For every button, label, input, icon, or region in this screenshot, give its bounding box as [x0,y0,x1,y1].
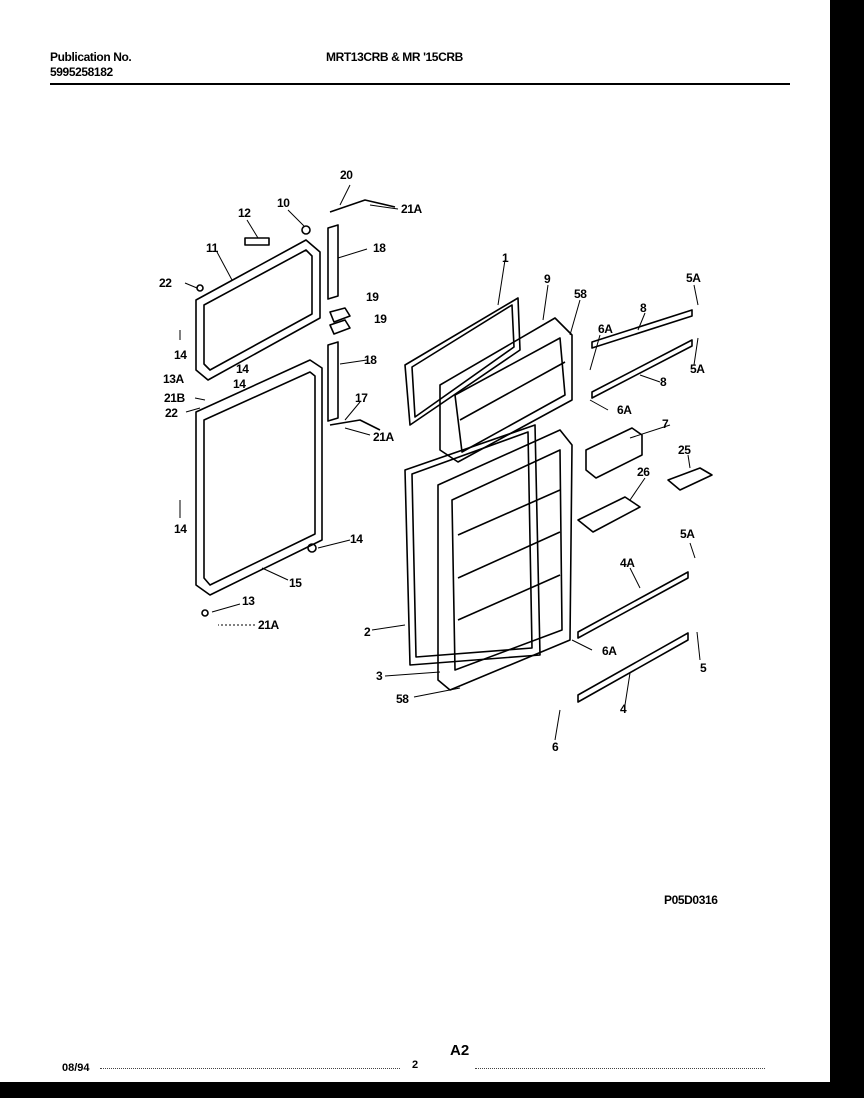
scan-border-right [830,0,864,1098]
publication-label: Publication No. [50,50,132,64]
footer-dotted-rule-left [100,1068,400,1069]
callout: 14 [174,522,187,536]
butter-dish [667,467,713,491]
callout: 6A [598,322,613,336]
callout: 8 [640,301,647,315]
rail-upper [591,309,693,349]
callout: 22 [159,276,172,290]
header-rule [50,83,790,85]
callout: 5A [690,362,705,376]
hinge-spacer-lower [329,319,351,335]
callout: 21A [258,618,280,632]
callout: 15 [289,576,302,590]
callout: 20 [340,168,353,182]
callout: 10 [277,196,290,210]
callout: 21A [401,202,423,216]
callout: 14 [174,348,187,362]
freezer-door-gasket-frame [195,239,321,381]
callout: 5 [700,661,707,675]
rail-4 [577,632,689,703]
callout: 25 [678,443,691,457]
callout: 11 [206,241,219,255]
callout: 6A [602,644,617,658]
callout: 58 [574,287,587,301]
callout: 18 [373,241,386,255]
footer-page-number: 2 [412,1059,419,1071]
screw-10 [301,225,311,235]
callout: 18 [364,353,377,367]
callout: 3 [376,669,383,683]
callout: 13 [242,594,255,608]
callout: 4A [620,556,635,570]
hinge-pin-13 [201,609,209,617]
scan-border-bottom [0,1082,864,1098]
callout: 26 [637,465,650,479]
callout: 6 [552,740,559,754]
callout: 13A [163,372,185,386]
rail-lower [591,339,693,399]
callout: 4 [620,702,627,716]
model-numbers: MRT13CRB & MR '15CRB [326,50,463,64]
handle-cover [244,237,270,246]
hinge-spacer-upper [329,307,351,323]
callout: 19 [366,290,379,304]
figure-code: P05D0316 [664,893,718,907]
callout: 14 [233,377,246,391]
footer-date: 08/94 [62,1062,90,1074]
callout: 1 [502,251,509,265]
egg-tray [577,496,641,533]
publication-number: 5995258182 [50,65,113,79]
fresh-food-door-gasket-frame [195,359,323,596]
callout: 7 [662,417,669,431]
callout-labels: 1 2 3 4 4A 5 5A 5A 5A 6 6A 6A 6A 7 8 8 9… [159,168,719,907]
callout: 14 [350,532,363,546]
rail-4A [577,571,689,639]
upper-hinge [329,199,396,213]
callout: 9 [544,272,551,286]
screw-22-upper [196,284,204,292]
fresh-food-door-gasket [404,424,541,666]
freezer-door-gasket [404,297,521,426]
callout: 5A [686,271,701,285]
callout: 19 [374,312,387,326]
callout: 17 [355,391,368,405]
callout: 21A [373,430,395,444]
callout: 5A [680,527,695,541]
callout: 6A [617,403,632,417]
fresh-food-door-liner [437,429,573,691]
callout: 14 [236,362,249,376]
callout: 21B [164,391,186,405]
footer-section: A2 [450,1042,470,1059]
leader-lines [179,184,701,741]
screw-14-lower [307,543,317,553]
hinge-strip-lower [327,341,339,422]
lower-hinge [329,419,381,431]
callout: 12 [238,206,251,220]
callout: 58 [396,692,409,706]
callout: 2 [364,625,371,639]
dairy-door [585,427,643,479]
callout: 22 [165,406,178,420]
freezer-door-liner [439,317,573,463]
hinge-strip-upper [327,224,339,300]
callout: 8 [660,375,667,389]
footer-dotted-rule-right [475,1068,765,1069]
